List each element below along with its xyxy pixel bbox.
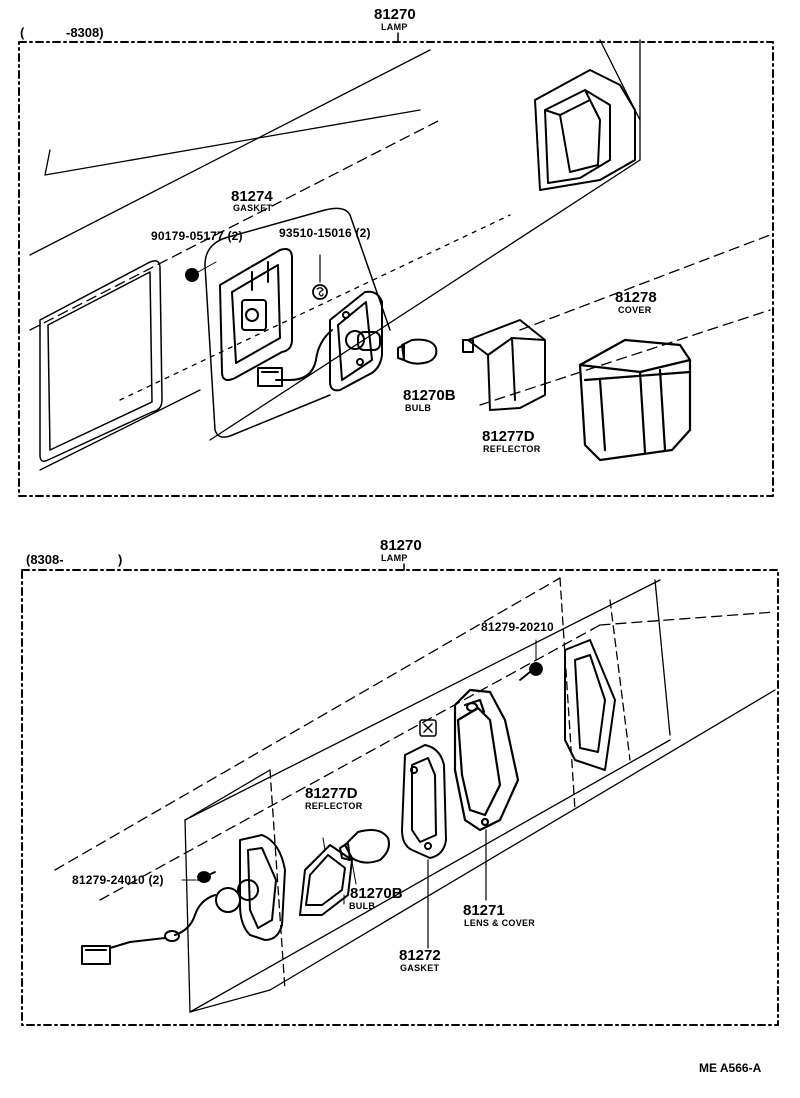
lens-name: LENS & COVER xyxy=(464,918,536,928)
bulb-lower-name: BULB xyxy=(349,901,376,911)
reflector-lower-part-no: 81277D xyxy=(305,785,358,802)
gasket-81274-part-no: 81274 xyxy=(231,188,273,205)
reflector-upper-name: REFLECTOR xyxy=(483,444,541,454)
bulb-upper-name: BULB xyxy=(405,403,432,413)
lamp-housing-top xyxy=(534,69,636,191)
gasket-lower-part-no: 81272 xyxy=(399,947,441,964)
bulb-lower-part-no: 81270B xyxy=(350,885,403,902)
upper-panel-frame xyxy=(18,41,774,497)
license-plate-outline xyxy=(39,260,163,462)
lower-assembly-part-no: 81270 xyxy=(380,537,422,554)
socket-lower-shape xyxy=(81,834,286,965)
gasket-81274-name: GASKET xyxy=(233,203,273,213)
screw-part-no: 93510-15016 (2) xyxy=(279,226,371,240)
screw-left-part-no: 81279-24010 (2) xyxy=(72,873,164,887)
reflector-lower-shape xyxy=(299,837,353,916)
screw-top-shape xyxy=(519,639,543,681)
nut-90179-shape xyxy=(185,261,217,282)
cover-part-no: 81278 xyxy=(615,289,657,306)
lower-range-start: (8308- xyxy=(26,552,64,567)
upper-assembly-name: LAMP xyxy=(381,22,408,32)
cover-upper-shape xyxy=(578,338,692,462)
screw-top-part-no: 81279-20210 xyxy=(481,620,554,634)
upper-range-open: ( xyxy=(20,25,25,40)
socket-shape xyxy=(257,290,383,392)
clip-shape xyxy=(419,719,437,737)
reflector-upper-shape xyxy=(462,319,546,411)
nut-part-no: 90179-05177 (2) xyxy=(151,229,243,243)
reflector-lower-name: REFLECTOR xyxy=(305,801,363,811)
lens-part-no: 81271 xyxy=(463,902,505,919)
lamp-in-body xyxy=(564,639,616,771)
screw-left-shape xyxy=(181,871,216,883)
bulb-lower-shape xyxy=(339,829,390,885)
bulb-upper-shape xyxy=(397,338,438,365)
figure-code: ME A566-A xyxy=(699,1061,762,1075)
recess-panel xyxy=(204,207,391,438)
reflector-upper-part-no: 81277D xyxy=(482,428,535,445)
screw-93510-shape xyxy=(312,254,328,300)
lower-panel-frame xyxy=(21,569,779,1026)
upper-range-end: -8308) xyxy=(66,25,104,40)
gasket-lower-shape xyxy=(401,744,447,949)
cover-name: COVER xyxy=(618,305,652,315)
upper-body-panel xyxy=(29,39,771,471)
upper-assembly-part-no: 81270 xyxy=(374,6,416,23)
lower-assembly-name: LAMP xyxy=(381,553,408,563)
gasket-81274-shape xyxy=(219,248,293,381)
lens-cover-shape xyxy=(453,688,520,901)
lower-range-close: ) xyxy=(118,552,123,567)
lower-body-panel xyxy=(54,577,776,1013)
gasket-lower-name: GASKET xyxy=(400,963,440,973)
bulb-upper-part-no: 81270B xyxy=(403,387,456,404)
